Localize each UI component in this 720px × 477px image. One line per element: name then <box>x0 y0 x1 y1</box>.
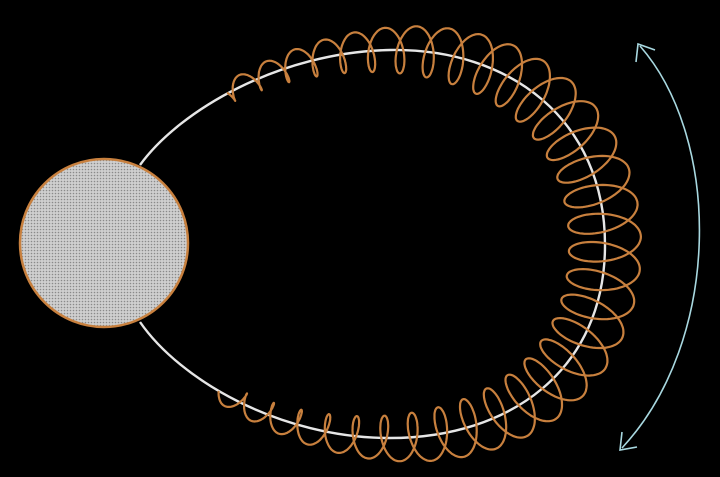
planet <box>20 159 188 327</box>
helical-particle-trajectory <box>219 26 641 461</box>
magnetic-field-line <box>140 50 605 438</box>
bounce-direction-arrow <box>622 46 699 448</box>
